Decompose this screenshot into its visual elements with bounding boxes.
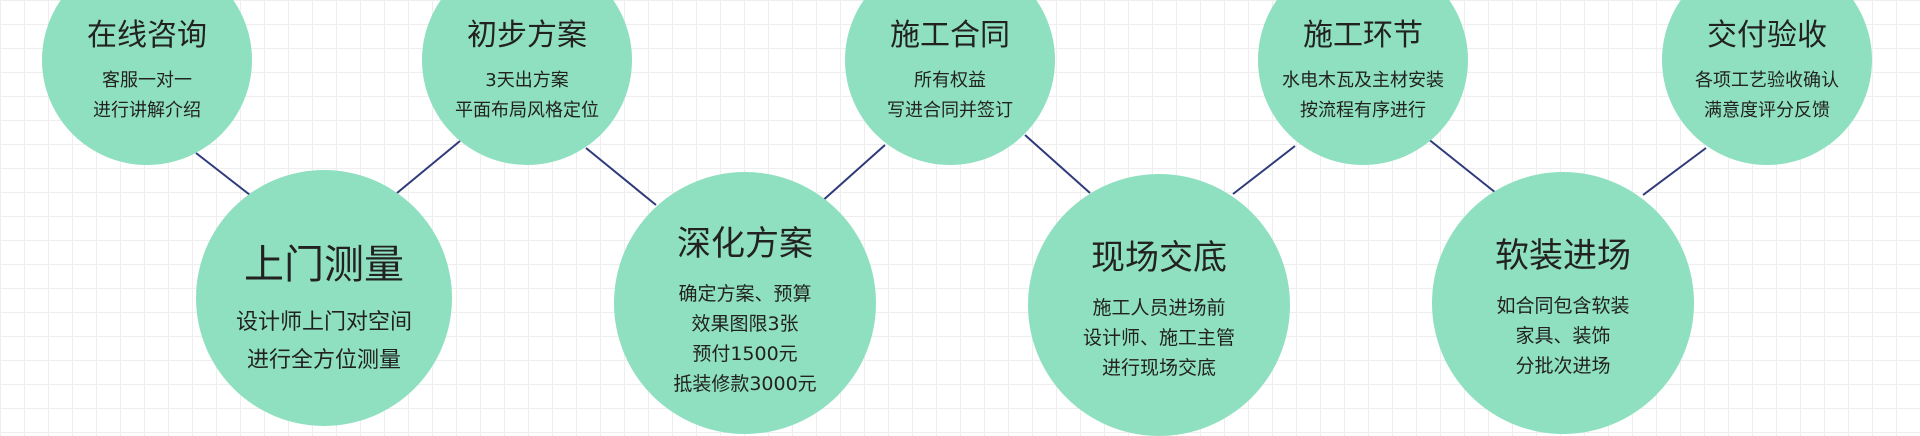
step-online-consult: 在线咨询 客服一对一 进行讲解介绍 xyxy=(42,0,252,165)
connector-line xyxy=(1024,134,1091,194)
step-desc-line: 按流程有序进行 xyxy=(1300,100,1426,121)
step-onsite-measure: 上门测量 设计师上门对空间 进行全方位测量 xyxy=(196,170,452,426)
step-title: 在线咨询 xyxy=(87,18,207,53)
step-desc-line: 写进合同并签订 xyxy=(887,100,1013,121)
step-acceptance: 交付验收 各项工艺验收确认 满意度评分反馈 xyxy=(1662,0,1872,165)
step-desc-line: 设计师上门对空间 xyxy=(235,310,412,335)
step-construction: 施工环节 水电木瓦及主材安装 按流程有序进行 xyxy=(1258,0,1468,165)
step-title: 初步方案 xyxy=(467,18,587,53)
step-desc-line: 水电木瓦及主材安装 xyxy=(1282,70,1444,91)
step-soft-furnishing: 软装进场 如合同包含软装 家具、装饰 分批次进场 xyxy=(1432,172,1694,434)
connector-lines xyxy=(195,134,1707,206)
step-initial-plan: 初步方案 3天出方案 平面布局风格定位 xyxy=(422,0,632,165)
step-desc-line: 客服一对一 xyxy=(102,70,192,91)
step-desc-line: 家具、装饰 xyxy=(1515,325,1611,347)
step-title: 施工环节 xyxy=(1303,18,1423,53)
step-desc-line: 分批次进场 xyxy=(1515,355,1611,377)
step-title: 软装进场 xyxy=(1495,236,1631,276)
step-desc-line: 效果图限3张 xyxy=(691,313,799,335)
connector-line xyxy=(1642,147,1707,196)
step-desc-line: 施工人员进场前 xyxy=(1092,297,1226,319)
connector-line xyxy=(819,144,886,204)
step-title: 施工合同 xyxy=(890,18,1010,53)
connector-line xyxy=(585,147,657,206)
connector-line xyxy=(1426,137,1497,194)
step-desc-line: 进行全方位测量 xyxy=(246,348,401,373)
step-desc-line: 进行现场交底 xyxy=(1101,357,1216,379)
step-desc-line: 所有权益 xyxy=(914,70,986,91)
step-detailed-plan: 深化方案 确定方案、预算 效果图限3张 预付1500元 抵装修款3000元 xyxy=(614,172,876,434)
step-desc-line: 抵装修款3000元 xyxy=(673,373,817,395)
step-title: 深化方案 xyxy=(677,224,813,264)
step-desc-line: 确定方案、预算 xyxy=(678,283,812,305)
step-title: 现场交底 xyxy=(1091,238,1227,278)
step-desc-line: 平面布局风格定位 xyxy=(455,100,599,121)
step-desc-line: 满意度评分反馈 xyxy=(1704,100,1830,121)
step-desc-line: 3天出方案 xyxy=(485,70,569,91)
step-title: 交付验收 xyxy=(1707,18,1827,53)
step-desc-line: 预付1500元 xyxy=(692,343,798,365)
connector-line xyxy=(1232,145,1296,195)
step-desc-line: 设计师、施工主管 xyxy=(1082,327,1235,349)
step-desc-line: 进行讲解介绍 xyxy=(93,100,201,121)
step-site-briefing: 现场交底 施工人员进场前 设计师、施工主管 进行现场交底 xyxy=(1028,174,1290,436)
step-title: 上门测量 xyxy=(244,242,404,288)
step-desc-line: 如合同包含软装 xyxy=(1496,295,1630,317)
connector-line xyxy=(195,152,251,196)
step-contract: 施工合同 所有权益 写进合同并签订 xyxy=(845,0,1055,165)
process-flow: 在线咨询 客服一对一 进行讲解介绍 上门测量 设计师上门对空间 进行全方位测量 … xyxy=(42,0,1872,436)
connector-line xyxy=(396,140,461,194)
step-desc-line: 各项工艺验收确认 xyxy=(1695,70,1839,91)
